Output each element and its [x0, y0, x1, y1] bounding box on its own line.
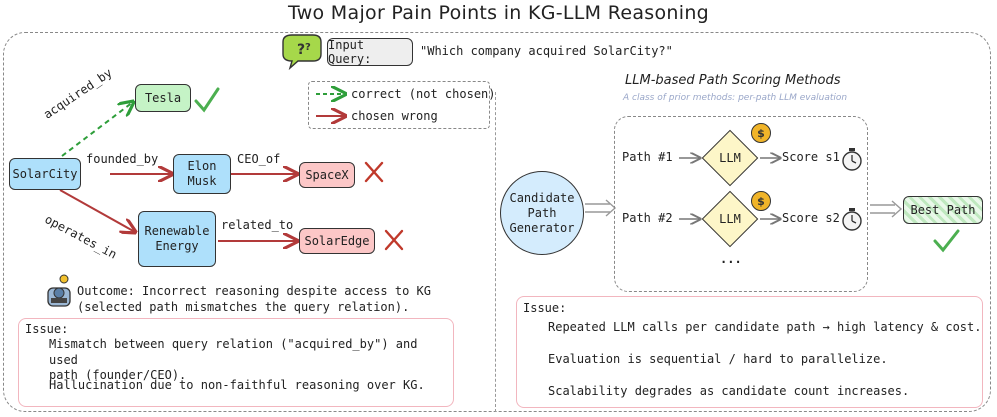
node-spacex: SpaceX — [299, 162, 355, 188]
score-2-label: Score s2 — [782, 211, 840, 225]
generator-to-paths-arrow — [585, 203, 610, 213]
outcome-line-2: (selected path mismatches the query rela… — [77, 300, 410, 314]
panel-divider — [495, 92, 496, 412]
score-1-label: Score s1 — [782, 150, 840, 164]
best-path-check-icon — [933, 229, 960, 253]
right-panel-title: LLM-based Path Scoring Methods — [625, 73, 841, 88]
more-paths-ellipsis: ... — [720, 252, 742, 266]
coin-icon: $ — [751, 123, 771, 143]
node-solaredge: SolarEdge — [299, 228, 375, 254]
right-issue-item-3: Scalability degrades as candidate count … — [548, 384, 910, 398]
left-issue-item-1-line-2: path (founder/CEO). — [49, 368, 187, 383]
llm-diamond-1: LLM — [701, 129, 759, 187]
left-issue-item-1-line-1: Mismatch between query relation ("acquir… — [49, 337, 418, 367]
right-issue-item-1: Repeated LLM calls per candidate path → … — [548, 320, 982, 334]
path-2-label: Path #2 — [622, 211, 673, 225]
page-title: Two Major Pain Points in KG-LLM Reasonin… — [287, 2, 710, 24]
best-path-node: Best Path — [903, 196, 983, 224]
llm-diamond-2: LLM — [701, 190, 759, 248]
edge-label-founded-by: founded_by — [86, 152, 159, 166]
right-panel-subtitle: A class of prior methods: per-path LLM e… — [623, 93, 848, 103]
edge-label-ceo-of: CEO_of — [237, 152, 281, 166]
node-renewable-energy: Renewable Energy — [138, 211, 216, 267]
solaredge-cross-icon — [384, 229, 404, 251]
svg-text:?: ? — [297, 42, 305, 58]
svg-text:?: ? — [305, 42, 311, 53]
left-issue-box — [18, 318, 454, 407]
node-solarcity: SolarCity — [9, 158, 81, 190]
left-issue-item-2: Hallucination due to non-faithful reason… — [49, 378, 425, 392]
outer-frame — [3, 32, 991, 412]
question-bubble-icon: ? ? — [282, 34, 322, 71]
left-issue-item: Mismatch between query relation ("acquir… — [49, 337, 449, 384]
llm-1-label: LLM — [719, 151, 741, 165]
generator-arrow-head — [605, 199, 617, 217]
node-elon-musk: Elon Musk — [173, 154, 231, 194]
candidate-path-generator: Candidate Path Generator — [500, 171, 584, 255]
legend-box — [308, 81, 490, 129]
thinking-agent-icon — [47, 274, 71, 307]
node-tesla: Tesla — [135, 84, 191, 112]
input-query-label: Input Query: — [327, 38, 413, 66]
right-issue-item-2: Evaluation is sequential / hard to paral… — [548, 352, 888, 366]
path-1-label: Path #1 — [622, 150, 673, 164]
scoring-methods-box — [614, 116, 868, 292]
legend-wrong-label: chosen wrong — [351, 109, 438, 123]
right-issue-box — [516, 296, 983, 408]
edge-acquired-by-arrow — [61, 102, 133, 157]
edge-label-related-to: related_to — [221, 218, 294, 232]
left-issue-title: Issue: — [25, 322, 69, 336]
tesla-check-icon — [194, 87, 220, 113]
spacex-cross-icon — [364, 161, 384, 183]
outcome-line-1: Outcome: Incorrect reasoning despite acc… — [77, 284, 432, 298]
scoring-arrow-head — [891, 200, 903, 218]
edge-operates-in-arrow — [59, 189, 135, 232]
stopwatch-icon — [842, 148, 862, 171]
coin-icon: $ — [751, 191, 771, 211]
llm-2-label: LLM — [719, 212, 741, 226]
input-query-text: "Which company acquired SolarCity?" — [420, 44, 673, 58]
legend-correct-label: correct (not chosen) — [351, 87, 496, 101]
scoring-to-best-arrow — [870, 204, 895, 214]
right-issue-title: Issue: — [523, 301, 567, 315]
stopwatch-icon — [842, 208, 862, 231]
